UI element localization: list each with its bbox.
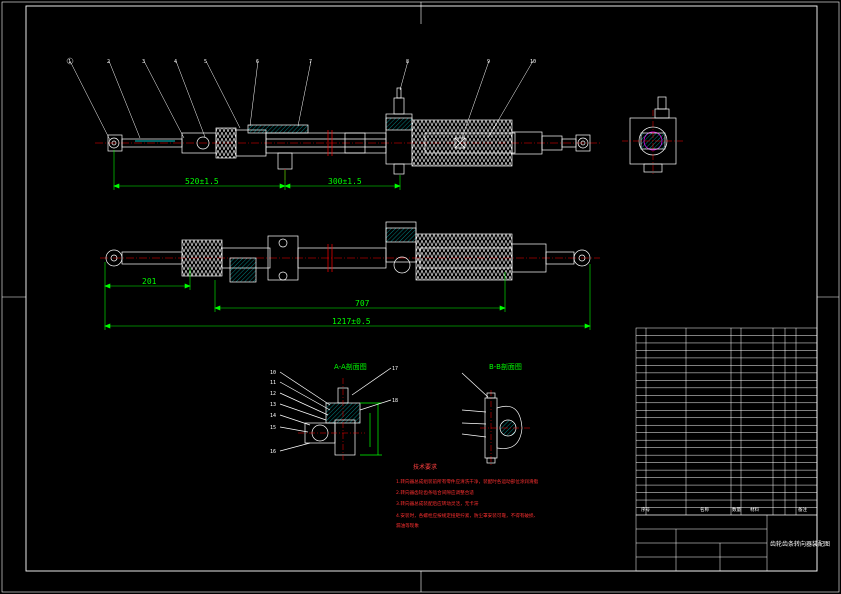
top-dimensions xyxy=(113,150,401,190)
balloon-9: 9 xyxy=(487,59,490,65)
dim-bottom-total: 1217±0.5 xyxy=(332,317,371,326)
tech-note-4: 4.安装时，各螺栓应按规定扭矩拧紧，防尘罩安装可靠，不得有破损、 xyxy=(396,512,538,519)
tech-note-5: 漏油等现象 xyxy=(396,522,419,529)
section-a-a-balloons: 10 11 12 13 14 15 16 17 18 xyxy=(270,366,398,455)
balloon-1: 1 xyxy=(68,59,71,65)
title-block xyxy=(635,514,818,572)
header-name: 名称 xyxy=(700,506,709,513)
section-b-b-label: B-B剖面图 xyxy=(489,362,522,371)
section-a-a xyxy=(279,367,392,460)
balloon-s-17: 17 xyxy=(392,366,398,372)
balloon-8: 8 xyxy=(406,59,409,65)
dim-top-left: 520±1.5 xyxy=(185,177,219,186)
section-a-a-label: A-A剖面图 xyxy=(334,362,367,371)
bottom-dimensions xyxy=(104,262,591,330)
balloon-s-11: 11 xyxy=(270,380,276,386)
balloon-10: 10 xyxy=(530,59,536,65)
balloon-s-12: 12 xyxy=(270,391,276,397)
tech-notes-title: 技术要求 xyxy=(413,463,437,471)
balloon-3: 3 xyxy=(142,59,145,65)
balloon-s-18: 18 xyxy=(392,398,398,404)
tech-note-2: 2.转向器齿轮齿条啮合间隙应调整合适 xyxy=(396,489,474,496)
balloon-s-16: 16 xyxy=(270,449,276,455)
dim-bottom-middle: 707 xyxy=(355,299,370,308)
dim-top-right: 300±1.5 xyxy=(328,177,362,186)
balloon-s-13: 13 xyxy=(270,402,276,408)
balloon-6: 6 xyxy=(256,59,259,65)
front-view-top xyxy=(95,87,600,180)
balloon-s-14: 14 xyxy=(270,413,276,419)
balloon-s-15: 15 xyxy=(270,425,276,431)
bottom-view xyxy=(100,221,600,283)
balloon-s-10: 10 xyxy=(270,370,276,376)
parts-list-table xyxy=(635,327,818,516)
top-balloons: 1 2 3 4 5 6 7 8 9 10 xyxy=(66,57,536,65)
tech-note-1: 1.转向器总成组装前所有零件应清洗干净，装配时各运动部位涂润滑脂 xyxy=(396,478,539,485)
header-qty: 数量 xyxy=(732,506,741,513)
dim-bottom-left: 201 xyxy=(142,277,157,286)
balloon-7: 7 xyxy=(309,59,312,65)
tech-note-3: 3.转向器总成装配后应转动灵活，无卡滞 xyxy=(396,500,479,507)
balloon-4: 4 xyxy=(174,59,177,65)
section-b-b xyxy=(461,372,530,465)
side-view xyxy=(622,96,684,175)
top-leaders xyxy=(69,60,534,141)
drawing-title: 齿轮齿条转向器装配图 xyxy=(770,540,830,548)
header-remark: 备注 xyxy=(798,506,807,513)
balloon-2: 2 xyxy=(107,59,110,65)
header-seq: 序号 xyxy=(641,506,650,513)
balloon-5: 5 xyxy=(204,59,207,65)
header-material: 材料 xyxy=(750,506,759,513)
